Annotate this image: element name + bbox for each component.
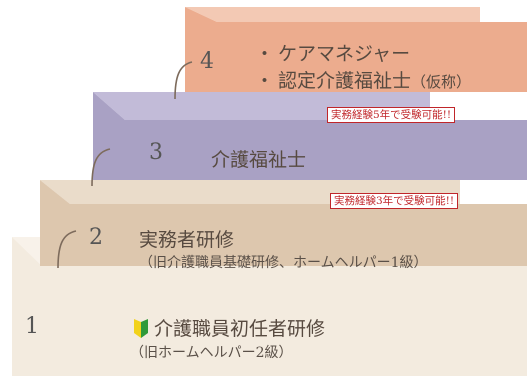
- step-1-title-row: 介護職員初任者研修: [130, 317, 325, 339]
- step-4-badge: 実務経験5年で受験可能!!: [327, 107, 456, 123]
- step-1-title: 介護職員初任者研修: [154, 318, 326, 340]
- step-3-title: 介護福祉士: [211, 149, 307, 171]
- connector-1-2: [57, 230, 77, 269]
- step-4-top: [185, 7, 480, 22]
- bullet-dot: ・: [255, 43, 275, 65]
- step-4-number: 4: [200, 49, 214, 74]
- step-4-block: [185, 7, 527, 92]
- beginner-mark-icon: [134, 319, 148, 338]
- step-3-badge: 実務経験3年で受験可能!!: [330, 193, 459, 209]
- step-4-item-2-label: 認定介護福祉士: [278, 70, 412, 92]
- step-1-block: [12, 237, 527, 376]
- step-3-number: 3: [149, 140, 163, 165]
- step-2-subtitle: （旧介護職員基礎研修、ホームヘルパー1級）: [139, 255, 428, 271]
- step-1-subtitle: （旧ホームヘルパー2級）: [130, 345, 293, 361]
- connector-2-3: [91, 148, 111, 187]
- step-4-item-1: ・ケアマネジャー: [255, 45, 410, 64]
- step-3-block: [93, 92, 527, 180]
- bullet-dot: ・: [255, 70, 275, 92]
- step-2-number: 2: [89, 225, 103, 250]
- step-4-item-1-label: ケアマネジャー: [278, 43, 411, 65]
- connector-3-4: [174, 61, 193, 100]
- step-4-item-note: （仮称）: [411, 73, 472, 91]
- step-1-number: 1: [25, 314, 39, 339]
- step-2-title: 実務者研修: [139, 229, 235, 251]
- step-4-item-2: ・認定介護福祉士（仮称）: [255, 72, 471, 91]
- step-2-block: [40, 180, 527, 266]
